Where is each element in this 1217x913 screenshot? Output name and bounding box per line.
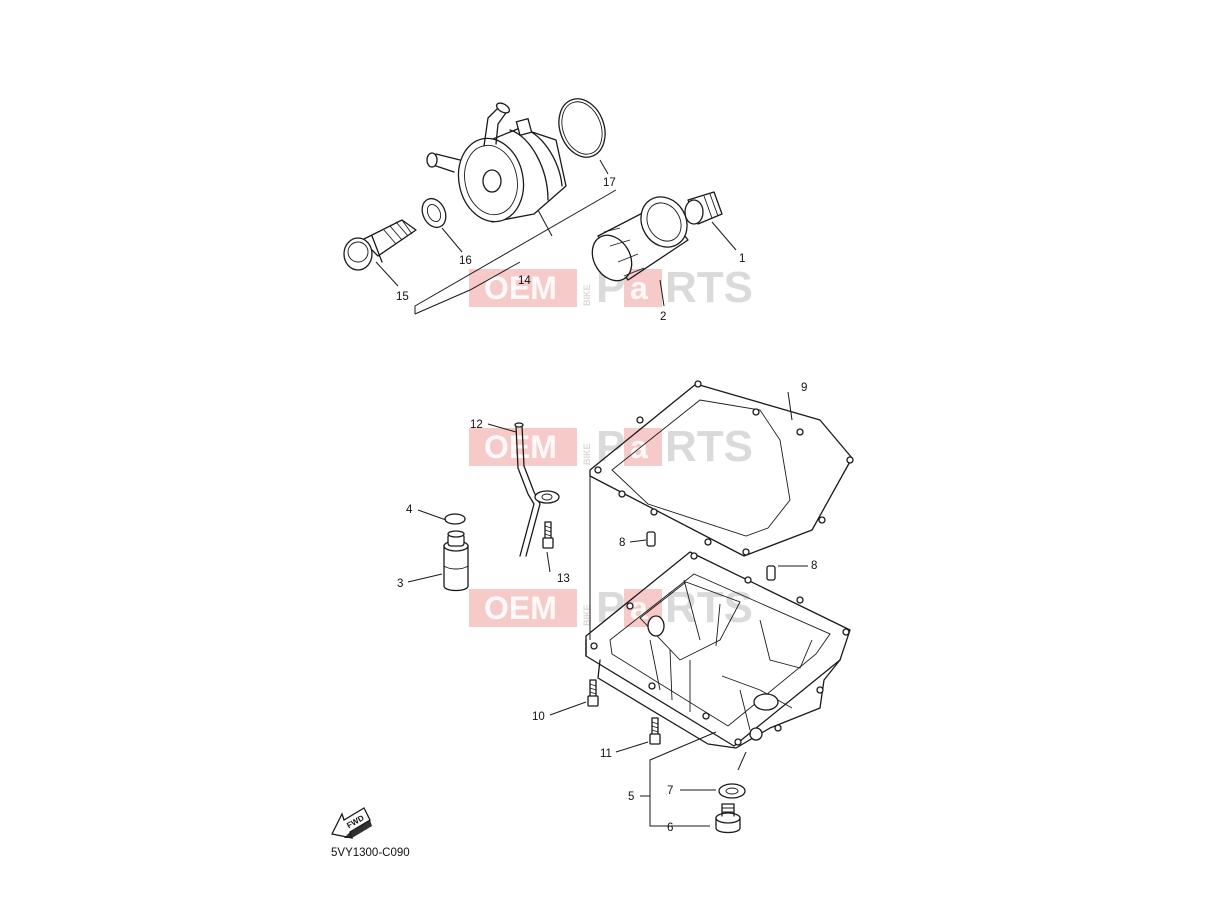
dowel-8a <box>646 531 656 547</box>
watermark-rts: RTS <box>665 422 753 471</box>
gasket-9 <box>589 380 854 557</box>
callout-1: 1 <box>739 253 745 265</box>
callouts: 1 2 3 4 5 6 7 8 8 9 10 11 12 13 14 15 16… <box>396 177 817 834</box>
diagram-code: 5VY1300-C090 <box>331 847 410 859</box>
watermark-oem: OEM <box>484 429 557 465</box>
watermark-a: a <box>630 270 648 306</box>
callout-5: 5 <box>628 791 634 803</box>
bolt-11 <box>649 717 661 745</box>
callout-12: 12 <box>470 419 483 431</box>
watermark-top: OEM BIKE P a RTS <box>469 263 753 312</box>
callout-8b: 8 <box>811 560 817 572</box>
bolt-13 <box>542 521 554 549</box>
callout-16: 16 <box>459 255 472 267</box>
washer-16 <box>421 197 447 229</box>
oil-pan <box>585 551 851 749</box>
oil-filter-2 <box>591 196 689 282</box>
watermark-oem: OEM <box>484 270 557 306</box>
callout-17: 17 <box>603 177 616 189</box>
watermark-a: a <box>630 429 648 465</box>
leader-lines-upper <box>375 159 737 315</box>
bolt-10 <box>587 679 599 707</box>
callout-15: 15 <box>396 291 409 303</box>
o-ring-17 <box>558 98 606 158</box>
callout-9: 9 <box>801 382 807 394</box>
fwd-arrow-icon: FWD <box>331 807 372 839</box>
callout-14: 14 <box>518 275 531 287</box>
callout-11: 11 <box>600 748 612 760</box>
callout-13: 13 <box>557 573 570 585</box>
callout-2: 2 <box>660 311 666 323</box>
watermark-bike: BIKE <box>582 284 592 306</box>
callout-8a: 8 <box>619 537 625 549</box>
callout-7: 7 <box>667 785 673 797</box>
union-bolt-15 <box>343 219 417 271</box>
pipe-12 <box>514 422 560 557</box>
watermark-p: P <box>596 422 625 471</box>
washer-7 <box>718 783 746 799</box>
watermark-oem: OEM <box>484 590 557 626</box>
callout-4: 4 <box>406 504 413 516</box>
watermark-bike: BIKE <box>582 604 592 626</box>
watermark-lower: OEM BIKE P a RTS <box>469 583 753 632</box>
watermark-a: a <box>630 590 648 626</box>
watermark-rts: RTS <box>665 583 753 632</box>
dowel-8b <box>766 565 776 581</box>
callout-3: 3 <box>397 578 403 590</box>
callout-10: 10 <box>532 711 545 723</box>
watermark-bike: BIKE <box>582 443 592 465</box>
watermark-rts: RTS <box>665 263 753 312</box>
callout-6: 6 <box>667 822 673 834</box>
oil-cooler-14 <box>426 102 567 223</box>
fitting-1 <box>684 191 723 225</box>
strainer-3 <box>443 530 469 592</box>
o-ring-4 <box>444 513 466 525</box>
watermark-middle: OEM BIKE P a RTS <box>469 422 753 471</box>
drain-bolt-6 <box>715 803 741 834</box>
leader-lines-lower <box>407 391 808 827</box>
